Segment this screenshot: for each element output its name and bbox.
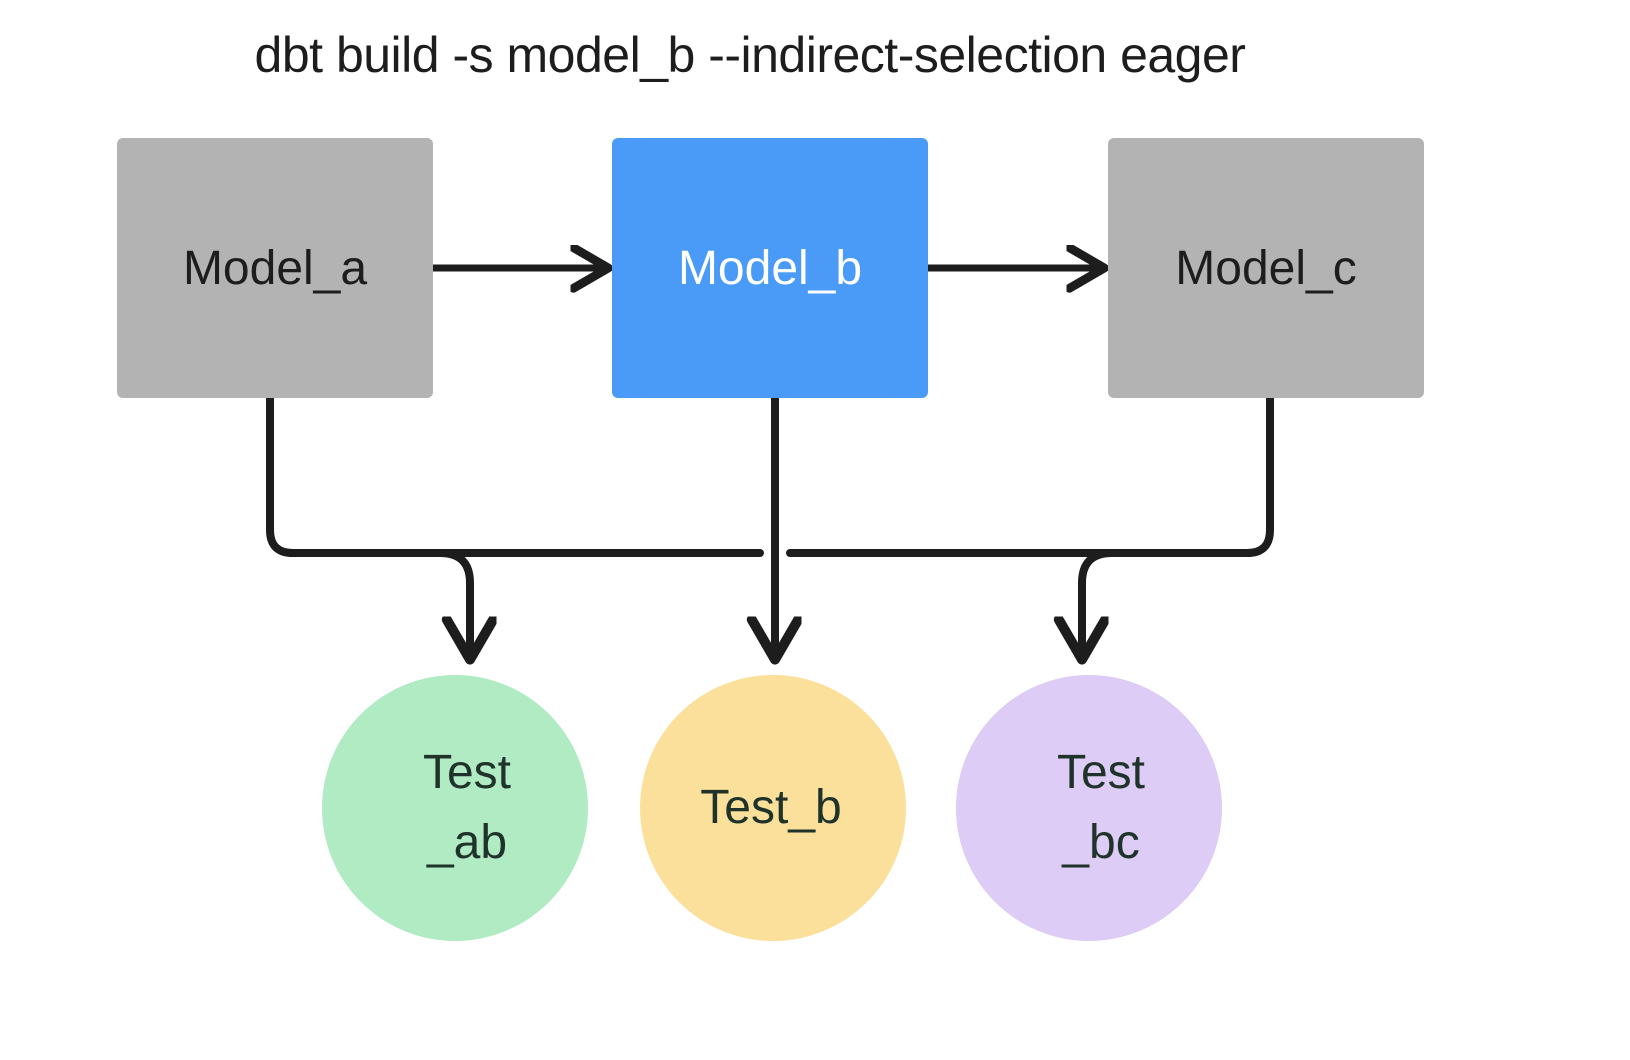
node-test-b[interactable]: Test_b bbox=[640, 675, 906, 941]
edge-model-a-to-test-ab bbox=[266, 394, 764, 557]
node-test-ab-label-line1: Test bbox=[422, 746, 512, 800]
node-model-c-label: Model_c bbox=[1175, 241, 1357, 295]
node-test-ab[interactable]: Test _ab bbox=[322, 675, 588, 941]
edge-model-c-to-test-bc bbox=[786, 394, 1274, 557]
node-model-a-label: Model_a bbox=[182, 241, 368, 295]
node-test-b-label-line1: Test_b bbox=[700, 781, 842, 835]
edge-bus-to-test-ab bbox=[436, 549, 470, 650]
node-model-b[interactable]: Model_b bbox=[612, 138, 928, 398]
node-test-bc[interactable]: Test _bc bbox=[956, 675, 1222, 941]
node-test-ab-label-line2: _ab bbox=[426, 816, 508, 869]
edge-bus-to-test-bc bbox=[1082, 549, 1116, 650]
node-model-c[interactable]: Model_c bbox=[1108, 138, 1424, 398]
diagram-title: dbt build -s model_b --indirect-selectio… bbox=[254, 27, 1246, 83]
node-test-bc-label-line2: _bc bbox=[1062, 816, 1140, 869]
node-model-b-label: Model_b bbox=[677, 241, 863, 295]
node-model-a[interactable]: Model_a bbox=[117, 138, 433, 398]
node-test-bc-label-line1: Test bbox=[1056, 746, 1146, 800]
